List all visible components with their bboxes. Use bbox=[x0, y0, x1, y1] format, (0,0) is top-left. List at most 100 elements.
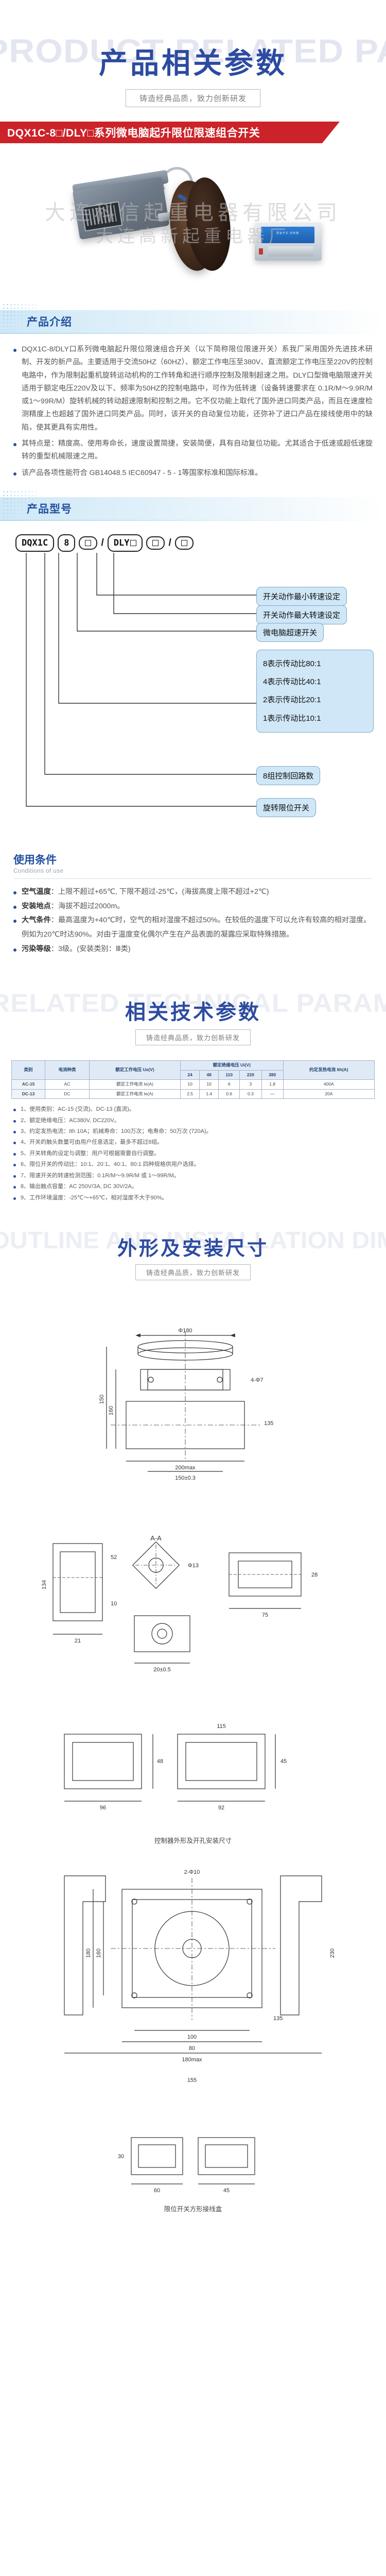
th-voltage-group: 额定绝缘电压 Ui(V) bbox=[180, 1060, 284, 1071]
table-row: DC-13 DC 额定工作电流 Ie(A) 2.5 1.4 0.6 0.3 — … bbox=[11, 1089, 375, 1099]
cell-value: — bbox=[261, 1089, 284, 1099]
code-segment-max-speed bbox=[174, 536, 194, 550]
note-item: 7、限速开关的转速检测范围：0.1R/M～9.9R/M 或 1～99R/M。 bbox=[13, 1171, 373, 1181]
dimension-title: 外形及安装尺寸 bbox=[117, 1238, 269, 1260]
drawing-1-svg: Φ180 200max 160 150 150±0.3 4-Φ7 135 bbox=[99, 1328, 273, 1481]
code-segment-min-speed bbox=[146, 536, 165, 550]
dim-label: 45 bbox=[223, 2188, 230, 2194]
cell-value: 1.4 bbox=[199, 1089, 219, 1099]
dim-label: 2-Φ10 bbox=[184, 1869, 200, 1875]
placeholder-square-icon bbox=[130, 539, 137, 546]
callout-circuit-count: 8组控制回路数 bbox=[256, 766, 321, 785]
page-title: 产品相关参数 bbox=[99, 47, 287, 79]
cell-value: 2.5 bbox=[180, 1089, 200, 1099]
code-segment-text: 8 bbox=[64, 537, 69, 548]
condition-item: 空气温度：上限不超过+65℃, 下限不超过-25℃，(海拔高度上限不超过+2℃) bbox=[13, 885, 373, 900]
controller-led bbox=[259, 248, 263, 255]
drawing-5-svg: 60 45 30 bbox=[118, 2137, 255, 2194]
dim-label: 60 bbox=[154, 2188, 160, 2194]
drawing-2-svg: A-A Φ13 134 21 20±0.5 75 28 52 10 bbox=[41, 1534, 318, 1673]
placeholder-square-icon bbox=[85, 539, 92, 546]
controller-panel-text: 限速开关 控制器 bbox=[276, 232, 300, 235]
condition-label: 空气温度 bbox=[22, 887, 51, 896]
dim-label: 150 bbox=[99, 1395, 105, 1404]
th-current-kind: 电流种类 bbox=[45, 1060, 90, 1080]
conditions-title-en: Conditions of use bbox=[13, 868, 64, 874]
dimension-subtitle-text: 铸造经典品质，致力创新研发 bbox=[135, 1264, 251, 1281]
dim-label: 96 bbox=[100, 1805, 106, 1811]
spec-notes: 1、使用类别：AC-15 (交流)、DC-13 (直流)。 2、额定绝缘电压：A… bbox=[0, 1099, 386, 1206]
code-separator: / bbox=[101, 537, 104, 548]
condition-item: 大气条件：最高温度为+40℃时，空气的相对湿度不超过50%。在较低的温度下可以允… bbox=[13, 913, 373, 942]
spec-table-wrap: 类别 电流种类 额定工作电压 Ue(V) 额定绝缘电压 Ui(V) 约定发热电流… bbox=[0, 1060, 386, 1099]
note-item: 5、开关转角的设定与调整：用户可根据需要自行调整。 bbox=[13, 1148, 373, 1159]
cell-kind: AC bbox=[45, 1079, 90, 1090]
intro-body: DQX1C-8/DLY口系列微电脑起升限位限速组合开关（以下简称限位限速开关）系… bbox=[0, 334, 386, 488]
leader-line-svg bbox=[26, 552, 256, 807]
condition-text: ：海拔不超过2000m。 bbox=[50, 902, 125, 910]
photo-stage: 限速开关 控制器 bbox=[49, 157, 337, 291]
product-photo: 限速开关 控制器 大连科信起重电器有限公司 大连高新起重电器厂 bbox=[0, 146, 386, 301]
dim-label: 28 bbox=[311, 1572, 318, 1578]
dim-label: 230 bbox=[329, 1948, 336, 1958]
callout-min-speed: 开关动作最小转速设定 bbox=[256, 586, 347, 606]
dim-label: 180max bbox=[182, 2057, 202, 2063]
th-thermal: 约定发热电流 Ith(A) bbox=[283, 1060, 375, 1080]
cell-value: 10 bbox=[199, 1079, 219, 1090]
table-header-row: 类别 电流种类 额定工作电压 Ue(V) 额定绝缘电压 Ui(V) 约定发热电流… bbox=[11, 1060, 375, 1080]
conditions-list: 空气温度：上限不超过+65℃, 下限不超过-25℃，(海拔高度上限不超过+2℃)… bbox=[0, 885, 386, 960]
cell-thermal: 20A bbox=[283, 1089, 375, 1099]
tech-banner: RELATED TECHNICAL PARAMETERS 相关技术参数 铸造经典… bbox=[0, 973, 386, 1060]
cell-value: 10 bbox=[180, 1079, 200, 1090]
drawing-mounting-plan: Φ180 200max 160 150 150±0.3 4-Φ7 135 bbox=[0, 1291, 386, 1528]
th-v380: 380 bbox=[261, 1070, 284, 1080]
code-segment-circuits bbox=[79, 536, 98, 550]
intro-paragraph: 该产品各项性能符合 GB14048.5 IEC60947 - 5 - 1等国家标… bbox=[13, 467, 373, 480]
note-item: 3、约定发热电流：Ith 10A；机械寿命：100万次；电寿命：50万次 (72… bbox=[13, 1126, 373, 1137]
code-segment-text: DLY bbox=[113, 537, 130, 548]
table-header-row-2: 24 48 110 220 380 bbox=[12, 1070, 375, 1080]
drawing-controller: 96 48 92 45 115 控制器外形及开孔安装尺寸 bbox=[0, 1714, 386, 1845]
conditions-divider bbox=[13, 878, 373, 879]
dim-label: Φ13 bbox=[188, 1563, 199, 1569]
placeholder-square-icon bbox=[152, 539, 159, 546]
intro-paragraph: 其特点是：精度高、使用寿命长，速度设置简捷，安装简便，具有自动复位功能。尤其适合… bbox=[13, 437, 373, 464]
dim-label: 80 bbox=[189, 2045, 195, 2052]
drawing-junction-box: 60 45 30 限位开关方形接线盒 bbox=[0, 2123, 386, 2213]
product-spec-page: PRODUCT RELATED PARAMETERS 产品相关参数 铸造经典品质… bbox=[0, 0, 386, 2213]
section-title-intro: 产品介绍 bbox=[27, 316, 72, 328]
table-row: AC-15 AC 额定工作电流 Ie(A) 10 10 6 3 1.8 400A bbox=[11, 1079, 375, 1090]
hero-ghost-text: PRODUCT RELATED PARAMETERS bbox=[0, 32, 386, 70]
dim-label: 135 bbox=[264, 1420, 273, 1427]
th-param: 额定工作电压 Ue(V) bbox=[89, 1060, 181, 1080]
drawing-controller-caption: 控制器外形及开孔安装尺寸 bbox=[154, 1837, 232, 1845]
dim-label: 135 bbox=[273, 2015, 283, 2022]
condition-label: 污染等级 bbox=[22, 944, 51, 953]
condition-text: ：最高温度为+40℃时，空气的相对湿度不超过50%。在较低的温度下可以允许有较高… bbox=[22, 916, 371, 939]
code-separator: / bbox=[168, 537, 171, 548]
dim-label: 150±0.3 bbox=[175, 1475, 196, 1481]
code-segment-prefix: DQX1C bbox=[15, 534, 55, 552]
note-item: 6、限位开关的传动比：10:1、20:1、40:1、80:1 四种规格供用户选择… bbox=[13, 1159, 373, 1170]
intro-paragraph: DQX1C-8/DLY口系列微电脑起升限位限速组合开关（以下简称限位限速开关）系… bbox=[13, 343, 373, 434]
cell-category: DC-13 bbox=[11, 1089, 46, 1099]
conditions-header: 使用条件 Conditions of use bbox=[0, 846, 386, 874]
model-code-row: DQX1C 8 / DLY / bbox=[8, 534, 378, 552]
dim-label: 92 bbox=[218, 1805, 224, 1811]
dim-label: 100 bbox=[187, 2034, 197, 2040]
condition-text: ：上限不超过+65℃, 下限不超过-25℃，(海拔高度上限不超过+2℃) bbox=[50, 887, 269, 896]
dim-label: 4-Φ7 bbox=[251, 1377, 264, 1383]
ribbon-shape: DQX1C-8□/DLY□系列微电脑起升限位限速组合开关 bbox=[0, 122, 340, 143]
callout-max-speed: 开关动作最大转速设定 bbox=[256, 605, 347, 624]
condition-item: 安装地点：海拔不超过2000m。 bbox=[13, 900, 373, 914]
cell-value: 6 bbox=[218, 1079, 240, 1090]
dim-label: 75 bbox=[262, 1612, 268, 1618]
tech-subtitle-text: 铸造经典品质，致力创新研发 bbox=[135, 1029, 251, 1046]
placeholder-square-icon bbox=[181, 539, 187, 546]
dim-label: Φ180 bbox=[178, 1328, 192, 1334]
cell-param: 额定工作电流 Ie(A) bbox=[89, 1079, 181, 1090]
note-item: 8、输出触点容量：AC 250V/3A, DC 30V/2A。 bbox=[13, 1181, 373, 1192]
dim-label: 200max bbox=[175, 1465, 196, 1471]
cell-param: 额定工作电流 Ie(A) bbox=[89, 1089, 181, 1099]
controller-display-panel: 限速开关 控制器 bbox=[261, 227, 314, 243]
